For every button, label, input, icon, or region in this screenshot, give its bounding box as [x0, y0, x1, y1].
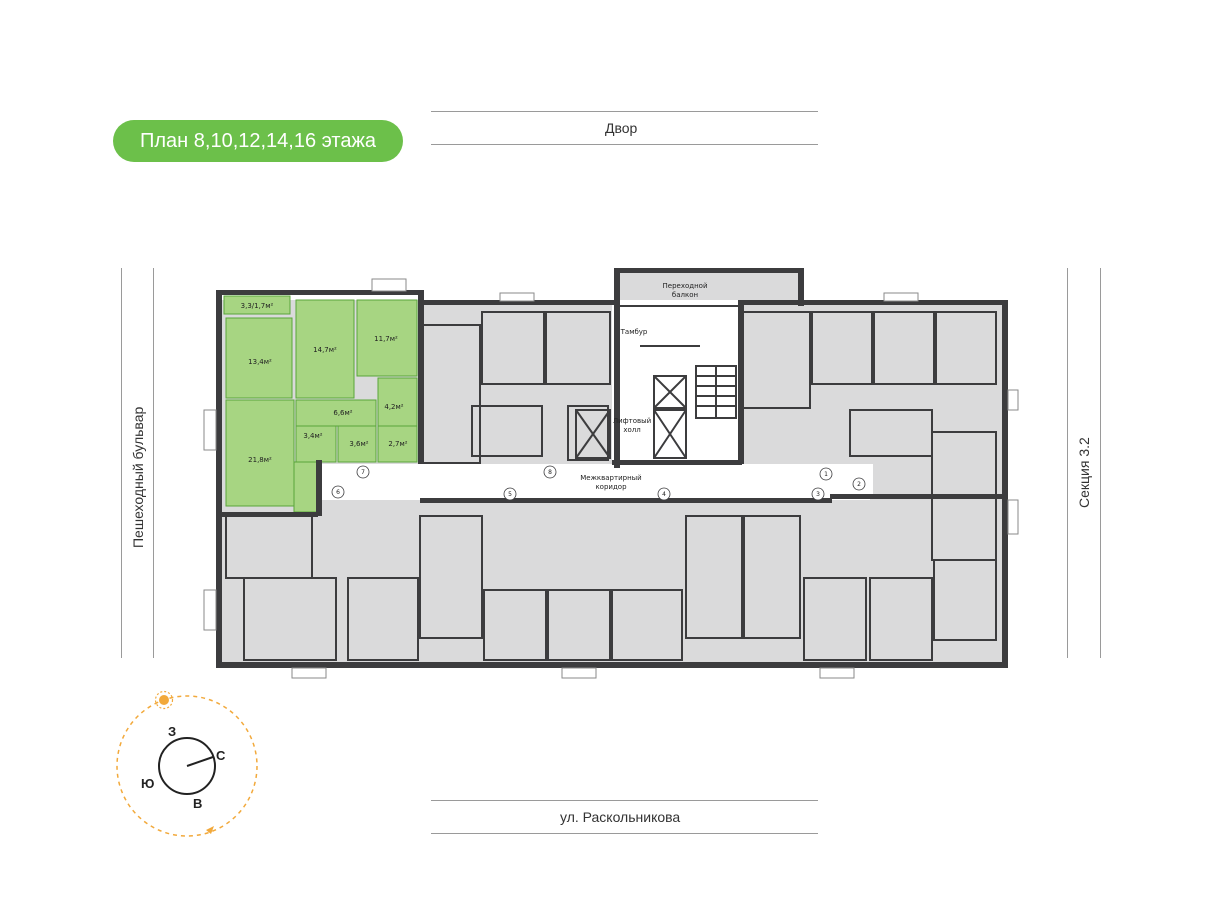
sun-icon — [154, 690, 174, 710]
room-13-4 — [225, 317, 293, 399]
room-label-14-7: 14,7м² — [313, 346, 337, 354]
lift-hall-label-line1: Лифтовый — [613, 417, 651, 425]
street-line-bottom-1 — [431, 800, 818, 801]
room-label-balcony: 3,3/1,7м² — [241, 302, 274, 310]
room-label-3-6: 3,6м² — [349, 440, 368, 448]
street-line-left-1 — [121, 268, 122, 658]
room-6-6 — [295, 399, 377, 427]
corridor-label-line2: коридор — [595, 483, 627, 491]
room-labels: 3,3/1,7м² 13,4м² 14,7м² 11,7м² 6,6м² 4,2… — [241, 302, 408, 464]
room-balcony — [223, 295, 291, 315]
compass-letter-north: С — [216, 748, 226, 763]
door-number-3: 3 — [816, 491, 820, 498]
door-number-8: 8 — [548, 469, 552, 476]
balcony-label-line2: балкон — [672, 291, 698, 299]
room-21-8 — [225, 399, 295, 507]
door-number-5: 5 — [508, 491, 512, 498]
sun-path — [116, 695, 258, 837]
room-3-6 — [337, 425, 377, 463]
street-line-top-2 — [431, 144, 818, 145]
room-3-4 — [295, 425, 337, 463]
room-14-7 — [295, 299, 355, 399]
door-number-1: 1 — [824, 471, 828, 478]
door-numbers: 1 2 3 4 5 6 7 8 — [331, 465, 866, 501]
compass-letter-west: З — [168, 724, 176, 739]
street-line-right-2 — [1100, 268, 1101, 658]
street-label-bottom: ул. Раскольникова — [560, 809, 681, 825]
corridor-end — [835, 464, 873, 494]
door-number-6: 6 — [336, 489, 340, 496]
room-label-3-4: 3,4м² — [303, 432, 322, 440]
room-label-21-8: 21,8м² — [248, 456, 272, 464]
room-label-13-4: 13,4м² — [248, 358, 272, 366]
outer-walls — [216, 268, 1008, 668]
core-elements — [575, 305, 740, 459]
corridor — [318, 464, 870, 500]
street-line-top-1 — [431, 111, 818, 112]
street-line-bottom-2 — [431, 833, 818, 834]
door-number-4: 4 — [662, 491, 666, 498]
room-label-6-6: 6,6м² — [333, 409, 352, 417]
street-line-right-1 — [1067, 268, 1068, 658]
compass-ring — [158, 737, 216, 795]
compass-letter-east: В — [193, 796, 202, 811]
door-number-7: 7 — [361, 469, 365, 476]
room-2-7 — [377, 425, 418, 463]
room-label-2-7: 2,7м² — [388, 440, 407, 448]
common-labels: Переходной балкон Тамбур Лифтовый холл М… — [580, 282, 707, 491]
corridor-label-line1: Межквартирный — [580, 474, 641, 482]
lift-hall-label-line2: холл — [623, 426, 640, 434]
balcony-label-line1: Переходной — [663, 282, 708, 290]
compass-letter-south: Ю — [141, 776, 154, 791]
compass: З С Ю В — [116, 690, 258, 837]
room-label-11-7: 11,7м² — [374, 335, 398, 343]
windows — [203, 278, 1019, 679]
room-hall — [293, 461, 321, 513]
street-label-top: Двор — [605, 120, 638, 136]
room-4-2 — [377, 377, 418, 427]
door-number-2: 2 — [857, 481, 861, 488]
plan-title-badge: План 8,10,12,14,16 этажа — [113, 120, 403, 162]
core-block — [612, 300, 742, 465]
tambour-label: Тамбур — [620, 328, 648, 336]
room-label-4-2: 4,2м² — [384, 403, 403, 411]
room-11-7 — [356, 299, 418, 377]
compass-needle — [186, 756, 214, 767]
sun-path-arrow-icon — [206, 826, 214, 834]
highlighted-apartment — [223, 295, 418, 513]
street-line-left-2 — [153, 268, 154, 658]
